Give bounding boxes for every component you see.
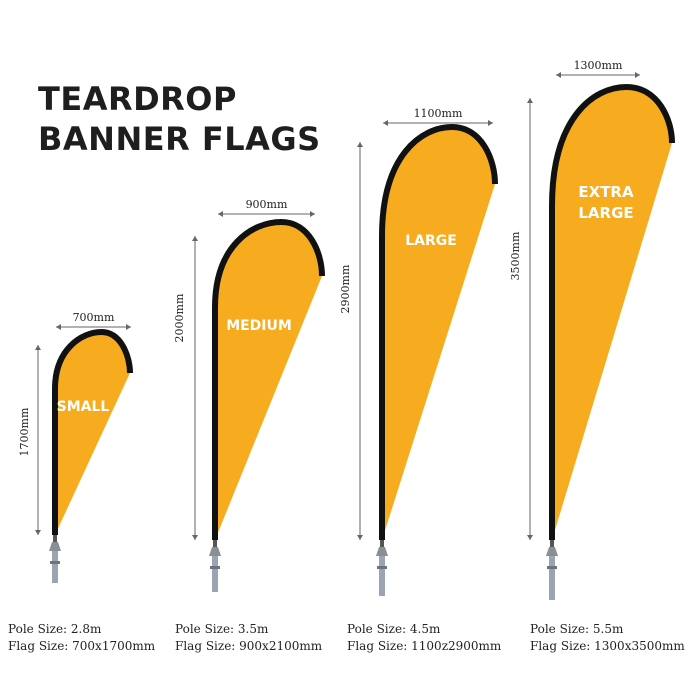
height-dimension-medium-arrow-start (192, 236, 198, 241)
width-dimension-extra-large-arrow-end (635, 72, 640, 78)
flag-medium-pole-joint (213, 540, 217, 548)
flag-spec-small: Pole Size: 2.8m Flag Size: 700x1700mm (8, 621, 155, 655)
width-dimension-large-arrow-start (383, 120, 388, 126)
title-line-2: BANNER FLAGS (38, 120, 321, 158)
pole-size-small: Pole Size: 2.8m (8, 622, 102, 636)
flag-large-fabric (382, 127, 495, 540)
pole-size-medium: Pole Size: 3.5m (175, 622, 269, 636)
flag-small-base-mount (49, 542, 61, 551)
width-dimension-small-arrow-end (126, 324, 131, 330)
flag-spec-large: Pole Size: 4.5m Flag Size: 1100z2900mm (347, 621, 501, 655)
width-dimension-small-arrow-start (56, 324, 61, 330)
title-line-1: TEARDROP (38, 80, 237, 118)
width-dimension-medium-arrow-end (310, 211, 315, 217)
pole-size-extra-large: Pole Size: 5.5m (530, 622, 624, 636)
height-dimension-extra-large-arrow-start (527, 98, 533, 103)
flag-large-base-mount (376, 547, 388, 556)
flag-extra-large-pole-joint (550, 540, 554, 548)
flag-small-ground-spike (52, 551, 58, 583)
flag-extra-large-base-mount (546, 547, 558, 556)
width-dimension-medium-arrow-start (218, 211, 223, 217)
flag-spec-extra-large: Pole Size: 5.5m Flag Size: 1300x3500mm (530, 621, 685, 655)
flag-medium-spike-collar (210, 566, 220, 569)
flag-small-fabric (55, 332, 130, 535)
flag-medium-base-mount (209, 547, 221, 556)
height-label-extra-large: 3500mm (509, 231, 522, 280)
flag-label-extra-large: EXTRA (578, 183, 634, 201)
flag-size-small: Flag Size: 700x1700mm (8, 639, 156, 653)
flag-medium-fabric (215, 222, 322, 540)
height-label-large: 2900mm (339, 264, 352, 313)
flag-large-pole (379, 123, 498, 540)
flag-label-extra-large-line-2: LARGE (578, 204, 633, 222)
pole-size-large: Pole Size: 4.5m (347, 622, 441, 636)
width-dimension-extra-large-arrow-start (556, 72, 561, 78)
width-dimension-large-arrow-end (488, 120, 493, 126)
flag-extra-large-spike-collar (547, 566, 557, 569)
height-dimension-medium-arrow-end (192, 535, 198, 540)
height-dimension-small-arrow-end (35, 530, 41, 535)
width-label-extra-large: 1300mm (574, 59, 623, 72)
height-dimension-extra-large-arrow-end (527, 535, 533, 540)
height-dimension-large-arrow-end (357, 535, 363, 540)
flag-size-large: Flag Size: 1100z2900mm (347, 639, 502, 653)
flag-size-medium: Flag Size: 900x2100mm (175, 639, 323, 653)
flag-small-pole-joint (53, 535, 57, 543)
flag-spec-medium: Pole Size: 3.5m Flag Size: 900x2100mm (175, 621, 322, 655)
flag-large-pole-joint (380, 540, 384, 548)
flag-large-spike-collar (377, 566, 387, 569)
height-label-small: 1700mm (18, 407, 31, 456)
flag-label-small: SMALL (57, 399, 110, 415)
width-label-small: 700mm (73, 311, 115, 324)
flag-medium-pole (212, 218, 325, 540)
height-label-medium: 2000mm (173, 293, 186, 342)
flag-medium-ground-spike (212, 556, 218, 592)
height-dimension-small-arrow-start (35, 345, 41, 350)
height-dimension-large-arrow-start (357, 142, 363, 147)
width-label-medium: 900mm (246, 198, 288, 211)
flag-large-ground-spike (379, 556, 385, 596)
flag-extra-large-ground-spike (549, 556, 555, 600)
flag-extra-large-fabric (552, 87, 672, 540)
flag-extra-large: 1300mm 3500mm EXTRA LARGE (509, 59, 675, 600)
flag-small: 700mm 1700mm SMALL (18, 311, 133, 583)
flag-label-medium: MEDIUM (226, 318, 292, 334)
flag-small-pole (52, 328, 133, 535)
width-label-large: 1100mm (414, 107, 463, 120)
flag-extra-large-pole (549, 83, 675, 540)
flag-small-spike-collar (50, 561, 60, 564)
flag-large: 1100mm 2900mm LARGE (339, 107, 498, 596)
flag-label-large: LARGE (405, 233, 457, 249)
flag-size-extra-large: Flag Size: 1300x3500mm (530, 639, 685, 653)
